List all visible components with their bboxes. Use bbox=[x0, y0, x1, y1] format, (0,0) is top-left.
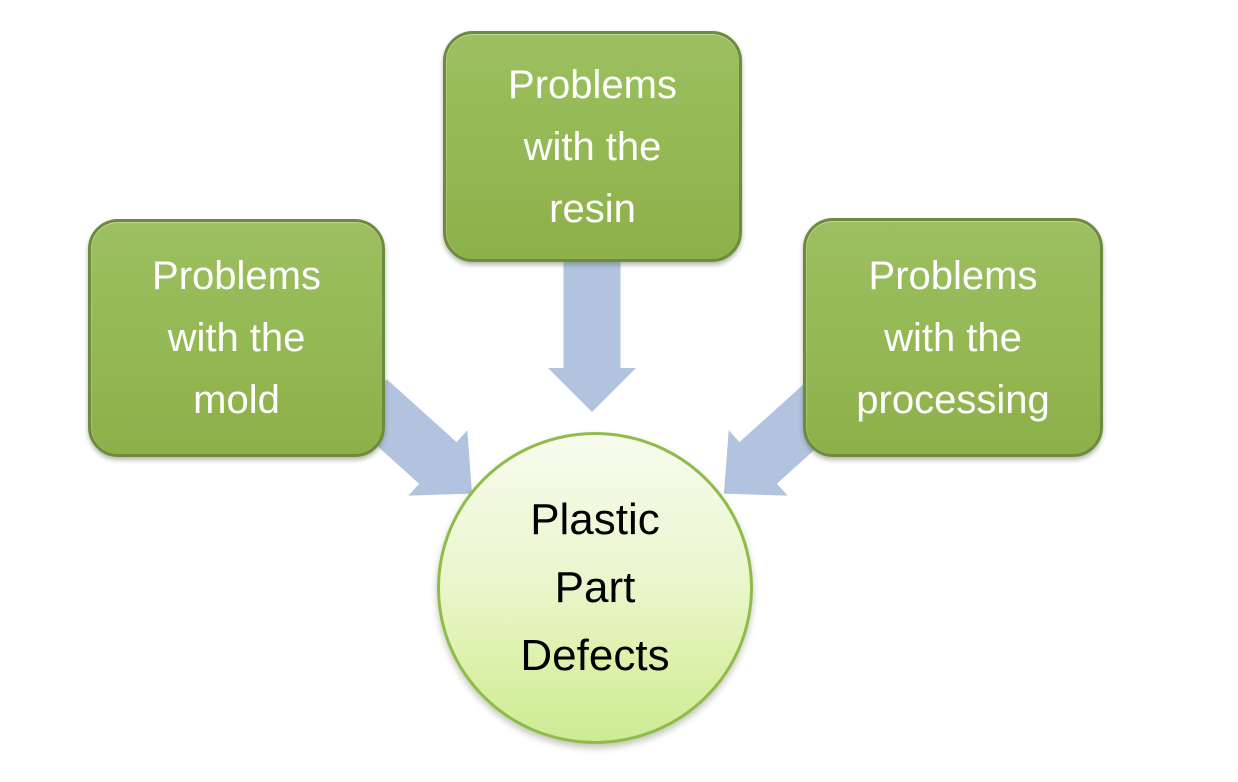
cause-label-processing: Problems with the processing bbox=[856, 253, 1050, 422]
hub-label: Plastic Part Defects bbox=[520, 495, 670, 680]
cause-box-mold: Problems with the mold bbox=[88, 219, 385, 457]
hub-circle: Plastic Part Defects bbox=[437, 432, 753, 744]
arrow-resin-to-hub bbox=[548, 258, 636, 412]
cause-label-resin: Problems with the resin bbox=[508, 62, 677, 231]
cause-box-resin: Problems with the resin bbox=[443, 31, 742, 262]
cause-label-mold: Problems with the mold bbox=[152, 254, 321, 422]
cause-box-processing: Problems with the processing bbox=[803, 218, 1103, 457]
